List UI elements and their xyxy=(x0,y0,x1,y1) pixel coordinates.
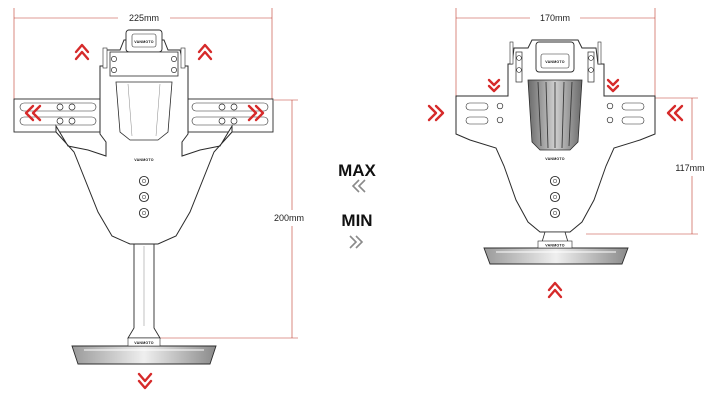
chevron-down-icon xyxy=(487,78,501,93)
chevron-down-icon xyxy=(606,78,620,93)
min-width-dimension: 170mm xyxy=(455,8,656,100)
min-width-label: 170mm xyxy=(540,13,570,23)
min-config-diagram: 170mm 117mm VANMOTO xyxy=(427,8,705,299)
chevron-right-icon xyxy=(247,104,265,122)
min-top-mount: VANMOTO xyxy=(509,41,602,83)
chevron-up-icon xyxy=(74,43,90,61)
chevron-left-icon xyxy=(24,104,42,122)
max-width-dimension: 225mm xyxy=(13,8,273,110)
max-width-label: 225mm xyxy=(129,13,159,23)
min-body-brand: VANMOTO xyxy=(545,157,564,161)
max-bracket-body xyxy=(55,39,233,245)
double-chevron-right-icon xyxy=(349,235,364,249)
chevron-up-icon xyxy=(197,43,213,61)
chevron-down-icon xyxy=(137,372,153,390)
max-extension-arm xyxy=(127,243,161,339)
min-plate-holder: VANMOTO xyxy=(483,231,629,265)
max-body-brand: VANMOTO xyxy=(134,158,153,162)
max-label: MAX xyxy=(338,161,376,180)
max-config-diagram: 225mm 200mm VA xyxy=(13,8,304,390)
mode-legend: MAX MIN xyxy=(338,161,377,249)
chevron-left-icon xyxy=(666,104,684,122)
max-center-channel xyxy=(115,81,173,141)
min-plate-brand: VANMOTO xyxy=(545,244,564,248)
max-plate-holder: VANMOTO xyxy=(71,337,217,365)
chevron-up-icon xyxy=(547,281,563,299)
min-height-label: 117mm xyxy=(675,163,704,173)
max-plate-brand: VANMOTO xyxy=(134,341,153,345)
min-center-channel xyxy=(527,79,583,151)
max-center-bolts xyxy=(138,175,150,219)
chevron-right-icon xyxy=(427,104,445,122)
max-top-mount: VANMOTO xyxy=(102,29,186,77)
max-arrows xyxy=(24,43,265,390)
max-side-bolts xyxy=(56,103,238,125)
max-height-label: 200mm xyxy=(274,213,304,223)
double-chevron-left-icon xyxy=(351,179,366,193)
max-height-dimension: 200mm xyxy=(160,99,304,339)
min-arrows xyxy=(427,78,684,299)
min-center-bolts xyxy=(549,175,561,219)
max-top-brand: VANMOTO xyxy=(134,40,153,44)
min-label: MIN xyxy=(341,211,372,230)
min-height-dimension: 117mm xyxy=(586,97,705,235)
min-side-slots xyxy=(465,102,645,125)
min-top-brand: VANMOTO xyxy=(545,60,564,64)
